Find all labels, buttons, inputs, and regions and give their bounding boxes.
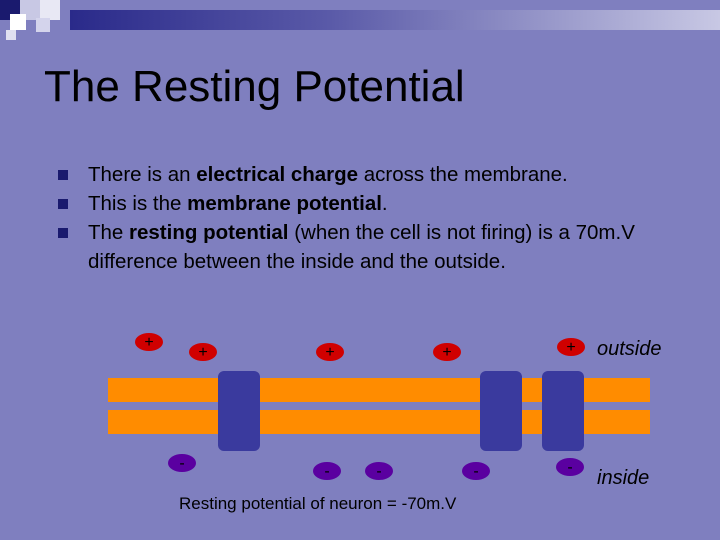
positive-ion-shape — [135, 333, 163, 351]
membrane-outer-layer — [108, 378, 650, 402]
negative-ion-sign: - — [324, 463, 329, 480]
positive-ion-shape — [433, 343, 461, 361]
bullet-text: There is an — [88, 163, 197, 186]
negative-ion-shape — [556, 458, 584, 476]
bullet-bold-text: electrical charge — [196, 163, 359, 186]
bullet-bold-text: membrane potential — [187, 192, 382, 215]
negative-ion-sign: - — [567, 459, 572, 476]
positive-ion-shape — [557, 338, 585, 356]
bullet-square-icon — [58, 228, 68, 238]
bullet-list: There is an electrical charge across the… — [58, 160, 678, 276]
bullet-text: (when the cell is not firing) is a 70m.V… — [88, 221, 635, 273]
negative-ion-sign: - — [473, 463, 478, 480]
positive-ion-shape — [316, 343, 344, 361]
bullet-square-icon — [58, 170, 68, 180]
positive-ion-shape — [189, 343, 217, 361]
bullet-text: . — [381, 192, 388, 215]
diagram-caption: Resting potential of neuron = -70m.V — [179, 494, 457, 513]
bullet-text: across the membrane. — [358, 163, 568, 186]
decor-square — [40, 0, 60, 20]
positive-ion-sign: + — [144, 334, 153, 351]
decor-square — [6, 30, 16, 40]
ion-channel — [542, 371, 584, 451]
negative-ion-shape — [365, 462, 393, 480]
negative-ion-sign: - — [376, 463, 381, 480]
negative-ion-sign: - — [179, 455, 184, 472]
corner-decoration — [0, 0, 720, 40]
negative-ion-shape — [313, 462, 341, 480]
bullet-item: This is the membrane potential. — [58, 189, 678, 218]
negative-ion-shape — [462, 462, 490, 480]
outside-label: outside — [597, 338, 662, 360]
positive-ion-sign: + — [198, 344, 207, 361]
bullet-text: The — [88, 221, 130, 244]
bullet-square-icon — [58, 199, 68, 209]
inside-label: inside — [597, 467, 650, 489]
bullet-bold-text: resting potential — [129, 221, 289, 244]
ion-channel — [480, 371, 522, 451]
positive-ion-sign: + — [325, 344, 334, 361]
positive-ion-sign: + — [566, 339, 575, 356]
negative-ion-shape — [168, 454, 196, 472]
bullet-text: This is the — [88, 192, 188, 215]
decor-square — [10, 14, 26, 30]
membrane-inner-layer — [108, 410, 650, 434]
slide-title: The Resting Potential — [44, 62, 465, 111]
bullet-item: There is an electrical charge across the… — [58, 160, 678, 189]
title-accent-bar — [70, 10, 720, 30]
positive-ion-sign: + — [442, 344, 451, 361]
ion-channel — [218, 371, 260, 451]
decor-square — [36, 18, 50, 32]
bullet-item: The resting potential (when the cell is … — [58, 218, 678, 276]
